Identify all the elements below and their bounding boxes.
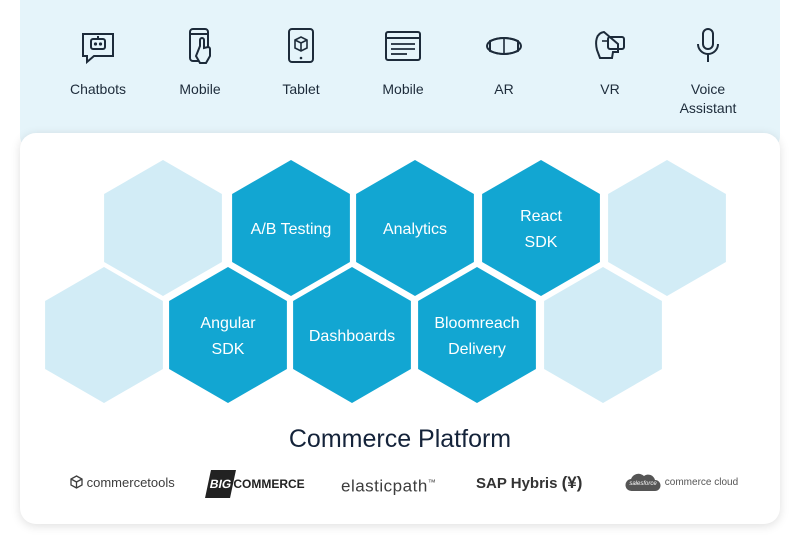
hexagon-shape: [482, 160, 600, 296]
channel-vr: VR: [560, 26, 660, 99]
sap-hybris-logo: SAP Hybris (¥): [476, 470, 582, 496]
salesforce-wordmark: salesforce: [629, 481, 657, 487]
mobile-touch-icon: [189, 28, 211, 64]
microphone-icon: [697, 28, 719, 62]
channel-mobile: Mobile: [150, 26, 250, 99]
hexagon-label: Dashboards: [309, 328, 395, 345]
platform-title: Commerce Platform: [288, 425, 512, 453]
hexagon-label: Analytics: [383, 221, 447, 238]
hexagon-label: A/B Testing: [251, 221, 332, 238]
vr-headset-icon: [595, 30, 625, 59]
hexagon-analytics: Analytics: [356, 160, 474, 296]
hexagon-shape: [169, 267, 287, 403]
salesforce-commerce-cloud-logo: salesforce commerce cloud: [624, 470, 738, 496]
logo-text: commercetools: [86, 475, 175, 490]
channel-label: Voice Assistant: [679, 81, 737, 116]
channel-label: Chatbots: [69, 81, 127, 97]
hexagon-shape: [293, 267, 411, 403]
browser-window-icon: [385, 31, 421, 61]
tablet-icon: [288, 28, 314, 63]
channel-label: Tablet: [282, 81, 320, 97]
logo-text: commerce cloud: [664, 477, 739, 488]
ar-headset-icon: [486, 37, 522, 55]
channel-label: AR: [494, 81, 514, 97]
channel-tablet: Tablet: [251, 26, 351, 99]
hexagon-shape: [232, 160, 350, 296]
channels-panel: [20, 0, 780, 150]
channel-ar: AR: [454, 26, 554, 99]
hexagon-ab-testing: A/B Testing: [232, 160, 350, 296]
hexagon-decorative: [608, 160, 726, 296]
hexagon-decorative: [45, 267, 163, 403]
bigcommerce-big: BIG: [205, 470, 237, 498]
channel-label: Mobile: [179, 81, 221, 97]
trademark: ™: [427, 478, 437, 487]
hexagon-decorative: [104, 160, 222, 296]
channel-voice-assistant: Voice Assistant: [658, 26, 758, 118]
hexagon-shape: [356, 160, 474, 296]
hexagon-decorative: [544, 267, 662, 403]
bigcommerce-logo: BIGCOMMERCE: [205, 470, 305, 498]
elasticpath-logo: elasticpath™: [341, 470, 436, 496]
bigcommerce-rest: COMMERCE: [233, 477, 305, 491]
hexagon-shape: [418, 267, 536, 403]
commercetools-logo: commercetools: [70, 470, 175, 496]
logo-text: elasticpath: [341, 476, 428, 496]
channel-label: Mobile: [382, 81, 424, 97]
salesforce-cloud-icon: salesforce: [624, 471, 662, 495]
hybris-mark: (¥): [561, 473, 583, 492]
commercetools-mark-icon: [70, 475, 83, 489]
channel-mobile-web: Mobile: [353, 26, 453, 99]
logo-text: SAP Hybris: [476, 475, 558, 492]
hexagon-dashboards: Dashboards: [293, 267, 411, 403]
chatbot-icon: [82, 33, 114, 65]
channel-label: VR: [600, 81, 620, 97]
channel-chatbots: Chatbots: [48, 26, 148, 99]
